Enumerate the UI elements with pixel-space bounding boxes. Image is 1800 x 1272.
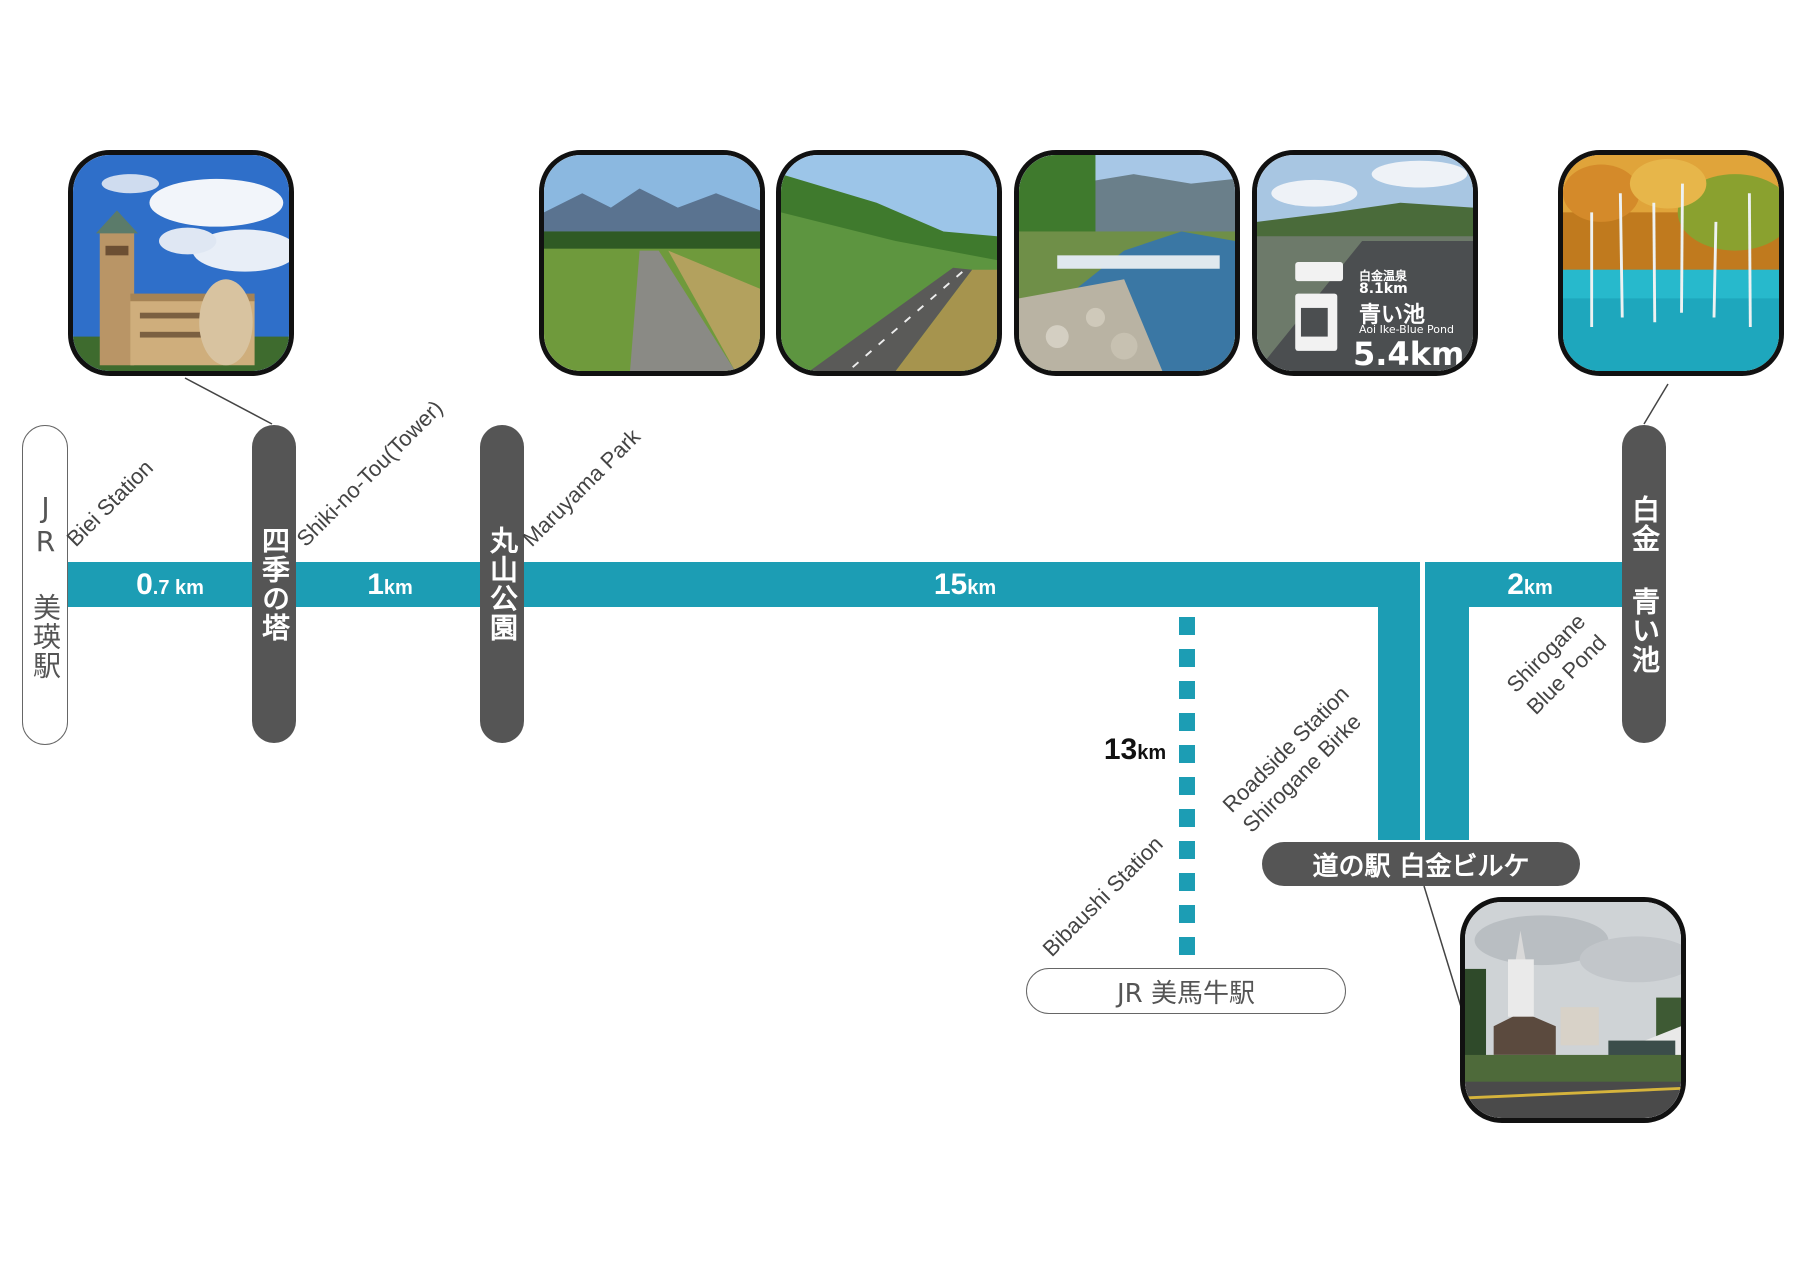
route-divider — [1420, 562, 1425, 840]
sign-text-4: Aoi Ike-Blue Pond — [1359, 323, 1454, 336]
photo-shiki-tower — [68, 150, 294, 376]
sign-text-1: 白金温泉 — [1359, 269, 1408, 283]
route-dot — [1179, 649, 1195, 667]
leader-line-tower — [184, 377, 273, 425]
station-biei-pill: JR 美瑛駅 — [22, 425, 68, 745]
station-shiki-label: 四季の塔 — [258, 526, 291, 642]
route-branch-right — [1424, 562, 1469, 840]
station-aoiike-label: 白金 青い池 — [1628, 494, 1661, 674]
photo-road-sign: 白金温泉 8.1km 青い池 Aoi Ike-Blue Pond 5.4km — [1252, 150, 1478, 376]
photo-river — [1014, 150, 1240, 376]
station-bibaushi-pill: JR 美馬牛駅 — [1026, 968, 1346, 1014]
distance-maruyama-birke: 15km — [933, 568, 997, 601]
station-birke-pill: 道の駅 白金ビルケ — [1262, 842, 1580, 886]
route-dot — [1179, 809, 1195, 827]
distance-shiki-maruyama: 1km — [367, 568, 413, 601]
station-bibaushi-label: JR 美馬牛駅 — [1117, 978, 1255, 1009]
route-dot — [1179, 681, 1195, 699]
route-dot — [1179, 905, 1195, 923]
station-aoiike-pill: 白金 青い池 — [1622, 425, 1666, 743]
sign-text-5: 5.4km — [1353, 335, 1465, 373]
leader-line-birke — [1423, 885, 1463, 1011]
blue-pond-image — [1563, 155, 1779, 371]
route-dot — [1179, 617, 1195, 635]
photo-blue-pond — [1558, 150, 1784, 376]
sign-text-3: 青い池 — [1359, 303, 1426, 328]
path-image-1 — [544, 155, 760, 371]
distance-birke-aoiike: 2km — [1507, 568, 1553, 601]
route-branch-left — [1378, 562, 1424, 840]
station-maruyama-pill: 丸山公園 — [480, 425, 524, 743]
path-image-2 — [781, 155, 997, 371]
tower-image — [73, 155, 289, 371]
distance-biei-shiki: 0.7 km — [136, 568, 204, 601]
route-dot — [1179, 937, 1195, 955]
leader-line-pond — [1643, 383, 1669, 425]
sign-text-2: 8.1km — [1359, 281, 1408, 297]
station-maruyama-label: 丸山公園 — [486, 526, 519, 642]
photo-path-1 — [539, 150, 765, 376]
route-dot — [1179, 713, 1195, 731]
route-dot — [1179, 873, 1195, 891]
photo-birke — [1460, 897, 1686, 1123]
road-sign-image — [1257, 155, 1473, 371]
route-dot — [1179, 777, 1195, 795]
birke-image — [1465, 902, 1681, 1118]
station-biei-label: JR 美瑛駅 — [29, 490, 62, 680]
route-dot — [1179, 841, 1195, 859]
station-birke-label: 道の駅 白金ビルケ — [1312, 851, 1530, 882]
river-image — [1019, 155, 1235, 371]
route-main — [60, 562, 1623, 607]
station-shiki-pill: 四季の塔 — [252, 425, 296, 743]
distance-bibaushi: 13km — [1103, 733, 1167, 766]
route-dot — [1179, 745, 1195, 763]
photo-path-2 — [776, 150, 1002, 376]
